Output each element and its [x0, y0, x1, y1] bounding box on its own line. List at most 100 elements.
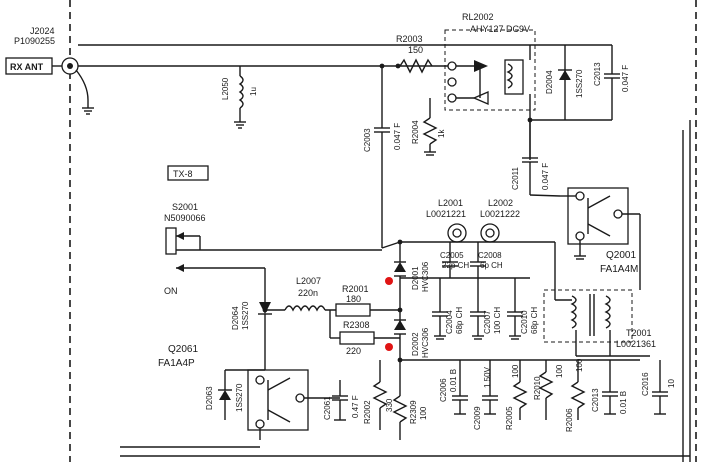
on-label: ON — [164, 286, 178, 296]
red-dot-lower — [385, 343, 393, 351]
r2001-val: 180 — [346, 294, 361, 304]
s2001-ref: S2001 — [172, 202, 198, 212]
c2006-ref: C2006 — [439, 378, 448, 402]
r2308-val: 220 — [346, 346, 361, 356]
q2001-part: FA1A4M — [600, 264, 638, 275]
l2050-ref: L2050 — [221, 77, 230, 100]
c2006-val: 0.01 B — [449, 369, 458, 392]
r2001-ref: R2001 — [342, 284, 369, 294]
r2309-val: 100 — [419, 406, 428, 420]
d2002-ref: D2002 — [411, 332, 420, 356]
t2001-ref: T2001 — [626, 328, 652, 338]
l2007-ref: L2007 — [296, 276, 321, 286]
q2001-ref: Q2001 — [606, 250, 636, 261]
l2001-coil — [447, 223, 467, 243]
c2009-val: 1 50V — [483, 366, 492, 388]
r2005-resistor — [512, 360, 528, 420]
c2005-val: 22p CH — [442, 261, 469, 270]
l2007-inductor — [265, 305, 400, 312]
c2013-val: 0.047 F — [621, 65, 630, 92]
s2001-switch — [165, 227, 382, 272]
l2001-part: L0021221 — [426, 209, 466, 219]
rl2002-contacts — [447, 59, 524, 105]
d2063-diode — [218, 369, 265, 420]
c2016-ref: C2016 — [641, 372, 650, 396]
c2010-ref: C2010 — [520, 310, 529, 334]
c2013-ref: C2013 — [593, 62, 602, 86]
c2009-capacitor — [482, 360, 498, 415]
d2004-diode — [558, 45, 572, 120]
l2002-ref: L2002 — [488, 198, 513, 208]
c2004-ref: C2004 — [445, 310, 454, 334]
c2013b-capacitor — [602, 360, 618, 415]
c2007-capacitor — [470, 278, 486, 340]
r2003-val: 150 — [408, 45, 423, 55]
r2003-resistor — [395, 58, 433, 74]
c2004-val: 68p CH — [455, 307, 464, 334]
c2003-capacitor — [374, 66, 390, 248]
c2007-val: 100 CH — [493, 307, 502, 334]
r2308-resistor — [329, 310, 400, 345]
c2008-ref: C2008 — [478, 251, 502, 260]
r2010-resistor — [538, 360, 554, 420]
r2006-val: 100 — [575, 358, 584, 372]
c2016-capacitor — [652, 360, 668, 415]
q2061-transistor — [247, 369, 340, 440]
tx8-label-box — [167, 165, 209, 181]
d2004-ref: D2004 — [545, 70, 554, 94]
d2002-part: HVC306 — [421, 327, 430, 358]
r2309-resistor — [392, 392, 408, 440]
r2002-ref: R2002 — [363, 400, 372, 424]
c2013-capacitor — [604, 45, 620, 120]
r2309-ref: R2309 — [409, 400, 418, 424]
l2050-val: 1u — [249, 87, 258, 96]
t2001-outline — [543, 289, 633, 343]
j2024-part: P1090255 — [14, 36, 55, 46]
r2005-val: 100 — [511, 364, 520, 378]
c2005-ref: C2005 — [440, 251, 464, 260]
d2004-part: 1SS270 — [575, 69, 584, 98]
r2004-resistor — [422, 98, 438, 156]
c2008-val: 6p CH — [480, 261, 503, 270]
c2011-capacitor — [522, 120, 538, 195]
q2001-transistor — [560, 187, 629, 260]
s2001-part: N5090066 — [164, 213, 206, 223]
r2308-ref: R2308 — [343, 320, 370, 330]
t2001-part: L0021361 — [616, 339, 656, 349]
d2001-varactor — [394, 242, 406, 325]
rl2002-ref: RL2002 — [462, 12, 494, 22]
d2002-varactor — [394, 319, 406, 392]
red-dot-upper — [385, 277, 393, 285]
r2003-ref: R2003 — [396, 34, 423, 44]
rx-ant-label: RX ANT — [10, 62, 44, 72]
r2001-resistor — [335, 303, 371, 317]
d2064-ref: D2064 — [231, 306, 240, 330]
d2064-part: 1SS270 — [241, 301, 250, 330]
l2050-inductor — [234, 75, 246, 129]
r2004-val: 1k — [437, 129, 446, 138]
c2005-capacitor — [442, 242, 458, 278]
t2001-transformer — [570, 294, 611, 336]
r2002-resistor — [372, 360, 388, 430]
rl2002-relay-outline — [444, 29, 536, 111]
tx8-label: TX-8 — [173, 169, 193, 179]
c2003-val: 0.047 F — [393, 123, 402, 150]
q2061-part: FA1A4P — [158, 358, 195, 369]
c2013b-ref: C2013 — [591, 388, 600, 412]
c2004-capacitor — [432, 278, 448, 340]
c2013b-val: 0.01 B — [619, 391, 628, 414]
c2061-ref: C2061 — [323, 396, 332, 420]
j2024-connector — [5, 57, 94, 115]
c2008-capacitor — [470, 242, 486, 278]
c2009-ref: C2009 — [473, 406, 482, 430]
c2006-capacitor — [452, 360, 468, 415]
c2003-ref: C2003 — [363, 128, 372, 152]
c2061-capacitor — [332, 380, 348, 421]
r2010-val: 100 — [555, 364, 564, 378]
r2002-val: 330 — [385, 398, 394, 412]
r2006-resistor — [570, 360, 586, 420]
c2016-val: 10 — [667, 379, 676, 388]
c2061-val: 0.47 F — [351, 395, 360, 418]
c2007-ref: C2007 — [483, 310, 492, 334]
